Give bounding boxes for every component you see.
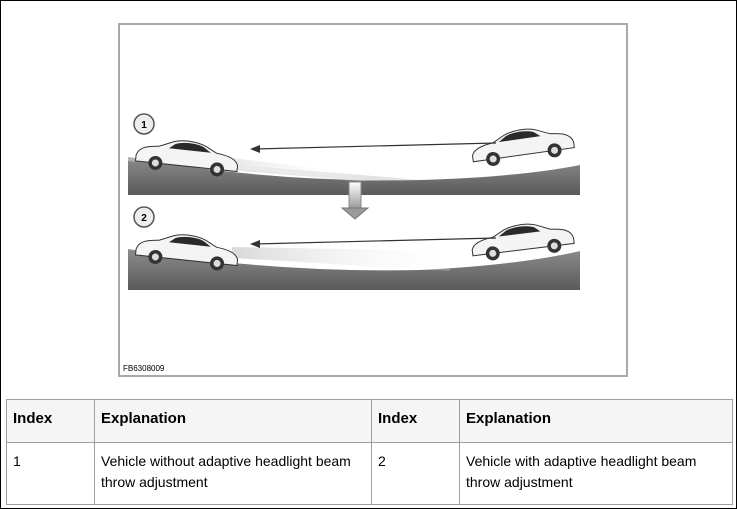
headlight-illustration: 1 2 FB6308009: [118, 23, 628, 377]
explanation-table: Index Explanation Index Explanation 1 Ve…: [6, 399, 733, 505]
table-row: 1 Vehicle without adaptive headlight bea…: [6, 442, 733, 505]
transition-arrow-icon: [340, 181, 370, 220]
headlight-diagram: 1 2: [128, 113, 580, 290]
figure-code: FB6308009: [123, 364, 165, 373]
badge-2: 2: [133, 206, 155, 228]
car-oncoming-icon: [469, 122, 576, 170]
scene-1: [128, 122, 580, 195]
arrow-left-icon: [250, 240, 260, 248]
beam-short: [232, 158, 370, 183]
table-header-row: Index Explanation Index Explanation: [6, 399, 733, 443]
index-cell: 1: [6, 442, 95, 505]
explanation-cell: Vehicle without adaptive headlight beam …: [94, 442, 372, 505]
svg-text:1: 1: [141, 120, 147, 131]
arrow-left-icon: [250, 145, 260, 153]
explanation-cell: Vehicle with adaptive headlight beam thr…: [459, 442, 733, 505]
beam-long: [232, 247, 450, 271]
svg-text:2: 2: [141, 213, 147, 224]
column-header-explanation: Explanation: [459, 399, 733, 443]
column-header-index: Index: [6, 399, 95, 443]
column-header-index: Index: [371, 399, 460, 443]
badge-1: 1: [133, 113, 155, 135]
index-cell: 2: [371, 442, 460, 505]
column-header-explanation: Explanation: [94, 399, 372, 443]
scene-2: [128, 217, 580, 290]
